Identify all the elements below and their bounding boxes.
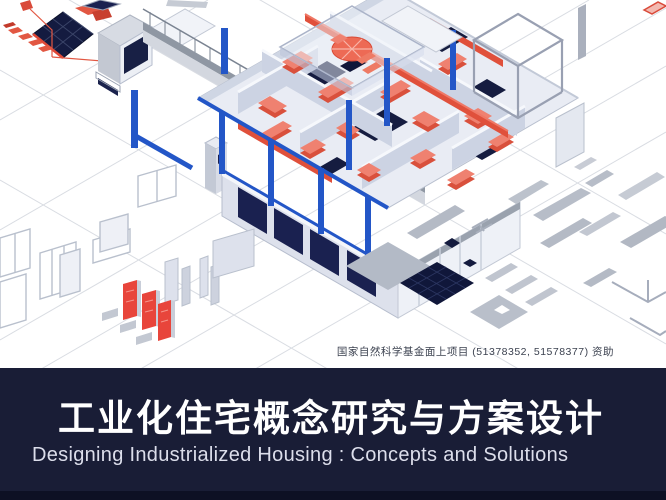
house-structure-blue bbox=[346, 30, 456, 170]
window-panels bbox=[0, 164, 177, 329]
cover-illustration bbox=[0, 0, 666, 372]
facade-columns bbox=[219, 112, 371, 262]
spiral-staircase bbox=[330, 34, 382, 74]
book-subtitle-english: Designing Industrialized Housing : Conce… bbox=[32, 444, 569, 466]
vertical-plank bbox=[578, 4, 586, 60]
title-band: 工业化住宅概念研究与方案设计 Designing Industrialized … bbox=[0, 368, 666, 500]
band-bottom-edge bbox=[0, 491, 666, 500]
door-panels-red bbox=[123, 280, 175, 341]
door-panels-light bbox=[164, 228, 255, 307]
book-title-chinese: 工业化住宅概念研究与方案设计 bbox=[58, 398, 604, 439]
crane-arm bbox=[20, 0, 141, 65]
wire-angle-brackets bbox=[611, 280, 666, 337]
funding-note: 国家自然科学基金面上项目 (51378352, 51578377) 资助 bbox=[336, 346, 614, 358]
red-corner-part bbox=[642, 1, 666, 15]
roof-sliver-panel bbox=[81, 0, 122, 11]
solar-slab bbox=[400, 262, 474, 305]
red-mounting-strip bbox=[3, 22, 53, 52]
wireframe-cube bbox=[471, 12, 565, 120]
floor-slabs bbox=[346, 180, 617, 329]
gray-planks-right bbox=[533, 157, 666, 248]
small-gray-bars bbox=[102, 308, 152, 345]
roof-slab bbox=[380, 5, 464, 53]
blue-beam bbox=[132, 132, 194, 171]
house-module bbox=[196, 0, 579, 319]
standing-panel bbox=[555, 102, 585, 168]
balcony-frame-module bbox=[95, 14, 154, 96]
